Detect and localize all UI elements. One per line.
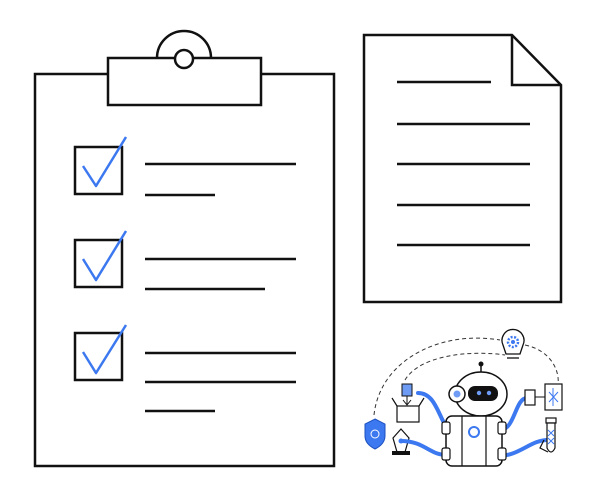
box-icon — [391, 383, 425, 423]
automation-illustration — [364, 328, 563, 467]
checkbox — [73, 331, 124, 382]
dashed-arc — [524, 344, 559, 386]
checkmark-icon — [81, 136, 128, 188]
document — [362, 33, 563, 304]
clipboard-clip-hole — [173, 48, 195, 70]
checkmark-icon — [81, 324, 128, 375]
dashed-arc — [404, 352, 506, 381]
robot-visor — [468, 386, 498, 401]
dashed-arc — [373, 337, 501, 416]
shield-icon — [364, 418, 386, 450]
robot-icon — [441, 361, 508, 467]
checkmark-icon — [81, 230, 128, 282]
checklist-item — [73, 230, 296, 291]
document-fold-corner — [510, 35, 561, 87]
checkbox — [73, 238, 124, 289]
checklist-item — [73, 136, 296, 197]
document-page — [362, 33, 563, 304]
robot-torso — [445, 415, 503, 467]
gear-bulb-icon — [501, 328, 525, 359]
clipboard-clip-top — [155, 29, 213, 59]
clipboard — [33, 29, 336, 468]
test-tube-icon — [539, 417, 557, 453]
checklist-item — [73, 324, 296, 413]
microscope-icon — [524, 383, 563, 411]
